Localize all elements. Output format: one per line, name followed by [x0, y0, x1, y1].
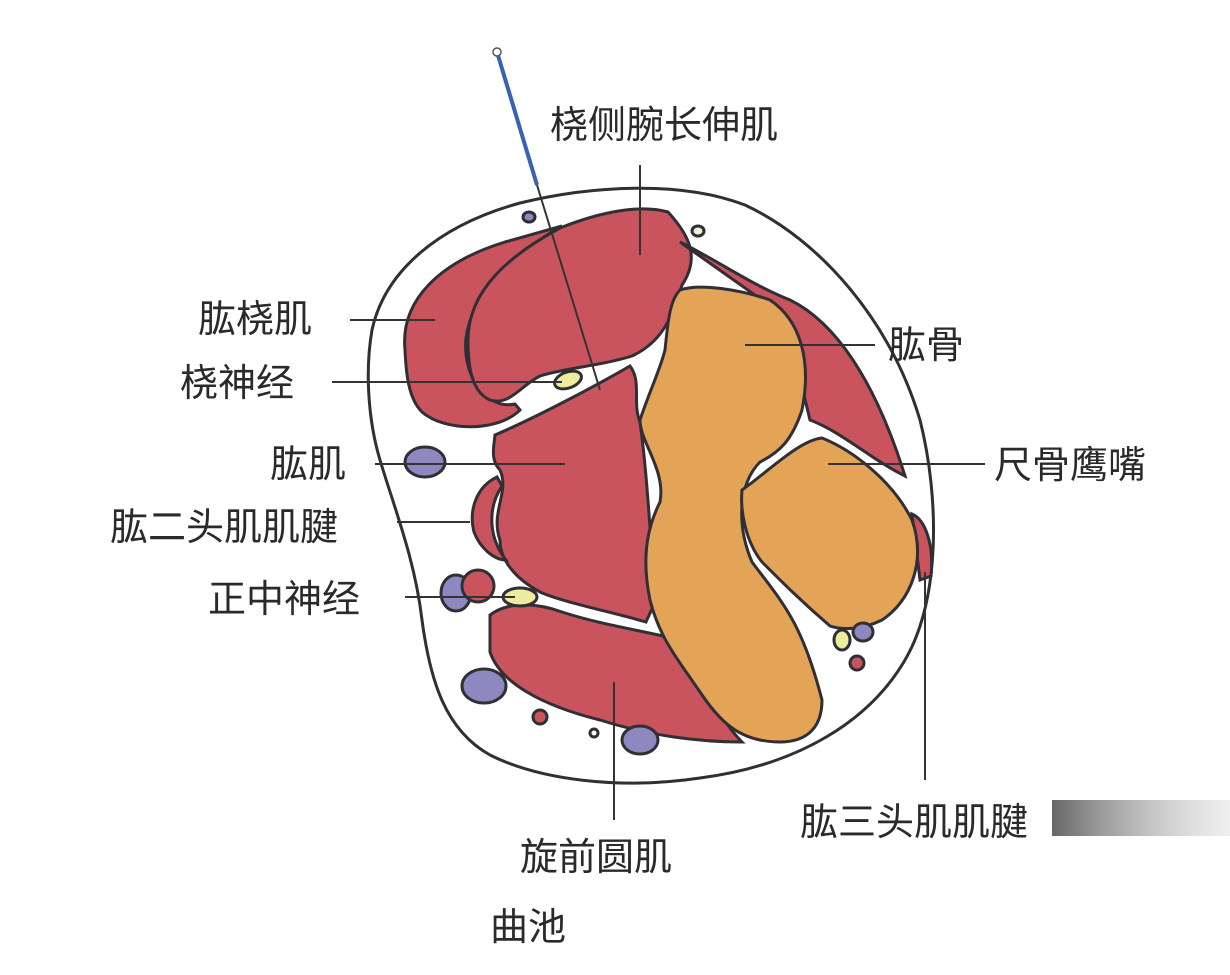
label-radial-nerve: 桡神经	[180, 361, 294, 405]
label-pronator-teres: 旋前圆肌	[520, 835, 672, 879]
vein	[620, 724, 660, 756]
label-ecrl: 桡侧腕长伸肌	[550, 103, 778, 147]
label-median-nerve: 正中神经	[208, 577, 360, 621]
label-acupoint: 曲池	[490, 905, 566, 949]
label-olecranon: 尺骨鹰嘴	[994, 443, 1146, 487]
vein	[403, 445, 447, 479]
label-triceps-tendon: 肱三头肌肌腱	[800, 800, 1028, 844]
needle-shaft	[536, 184, 601, 391]
label-brachialis: 肱肌	[270, 442, 346, 486]
vein	[460, 667, 508, 705]
small-vessel	[588, 727, 600, 739]
ulnar-nerve	[832, 628, 852, 652]
small-vessel	[690, 224, 706, 238]
brachialis-muscle	[491, 364, 658, 624]
biceps-tendon	[470, 475, 510, 562]
radial-nerve	[553, 369, 583, 391]
redaction-smudge	[1052, 800, 1230, 836]
vein	[851, 621, 875, 643]
needle-handle-icon	[492, 47, 502, 57]
artery	[848, 654, 866, 672]
triceps-tendon	[910, 511, 934, 583]
brachioradialis-muscle	[403, 224, 563, 429]
label-brachioradialis: 肱桡肌	[198, 297, 312, 341]
ulna-olecranon-bone	[740, 436, 919, 630]
needle-icon	[495, 51, 539, 186]
label-humerus: 肱骨	[888, 323, 964, 367]
vein	[521, 210, 537, 224]
humerus-bone	[638, 285, 824, 744]
artery	[460, 568, 496, 604]
artery	[531, 708, 549, 726]
label-biceps-tendon: 肱二头肌肌腱	[110, 505, 338, 549]
